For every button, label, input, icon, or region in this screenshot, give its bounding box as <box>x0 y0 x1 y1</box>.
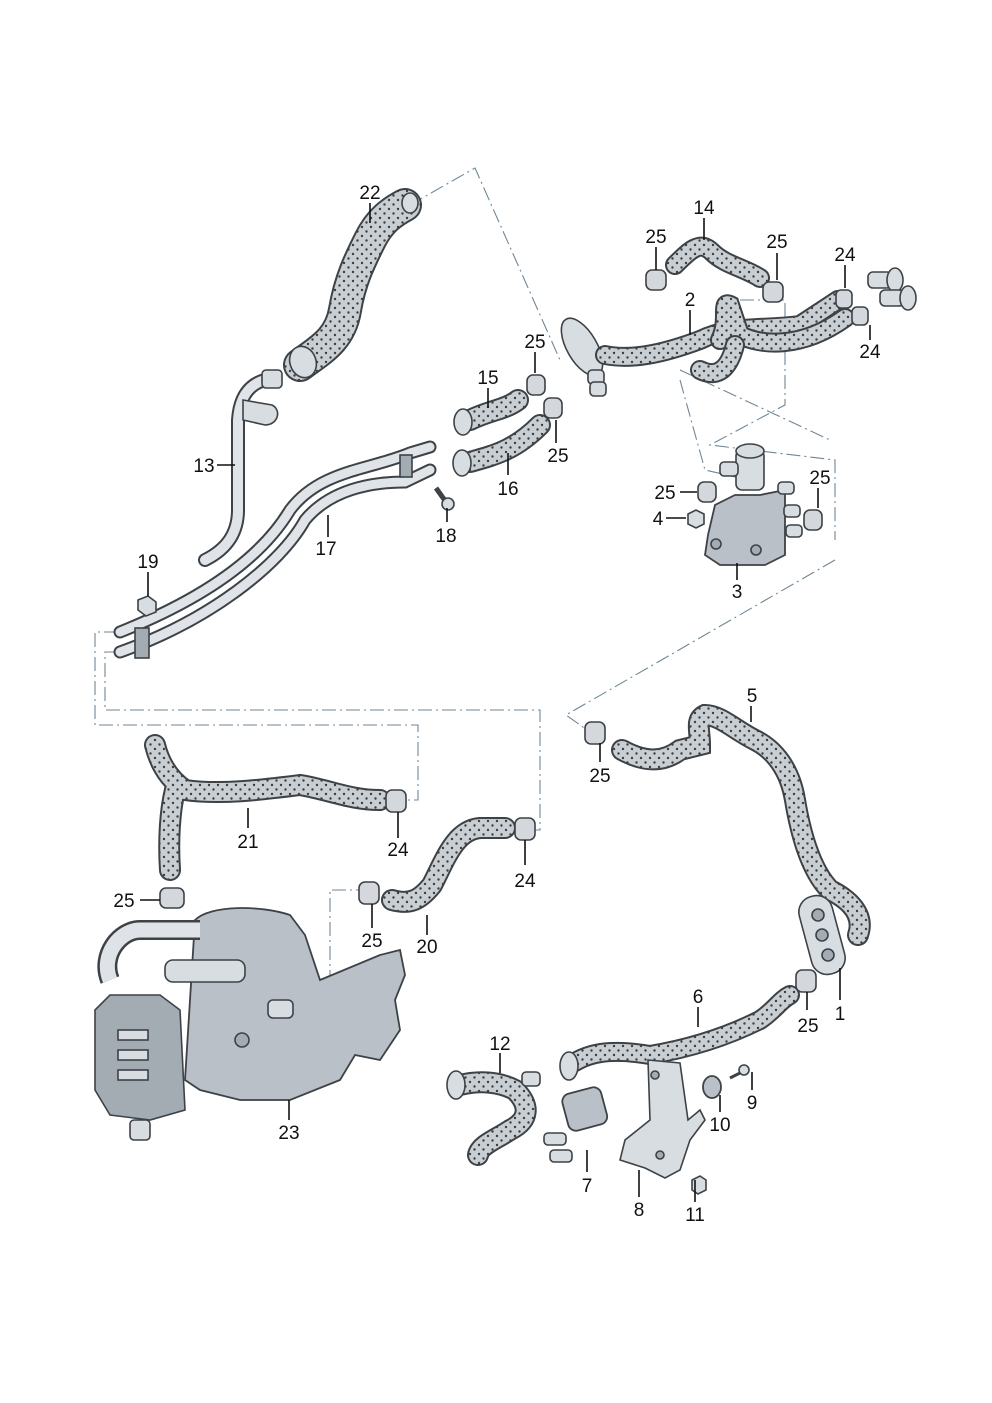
callout-labels: 22 14 25 25 24 24 2 25 15 25 13 16 25 25… <box>113 183 881 1226</box>
part-15-hose <box>453 389 529 436</box>
part-17-double-pipe <box>113 440 437 659</box>
callout-25: 25 <box>645 227 666 248</box>
clamp-25-j <box>795 969 817 993</box>
callout-22: 22 <box>359 183 380 204</box>
callout-25: 25 <box>809 468 830 489</box>
clamp-24-d <box>514 817 536 841</box>
clamp-25-g <box>584 721 606 745</box>
callout-13: 13 <box>193 456 214 477</box>
callout-3: 3 <box>732 582 743 603</box>
part-20-hose <box>381 817 516 913</box>
part-10-rubber-mount <box>702 1075 722 1099</box>
part-19-nut <box>137 595 157 617</box>
clamp-24-b <box>851 306 869 326</box>
callout-24: 24 <box>834 245 856 266</box>
callout-16: 16 <box>497 479 518 500</box>
callout-14: 14 <box>693 198 715 219</box>
callout-25: 25 <box>654 483 675 504</box>
clamp-25-i <box>358 881 380 905</box>
part-22-hose <box>283 188 422 382</box>
part-2-hose-assembly <box>560 290 855 397</box>
callout-25: 25 <box>589 766 610 787</box>
callout-24: 24 <box>859 342 881 363</box>
part-23-heater <box>94 907 406 1141</box>
callout-2: 2 <box>685 290 696 311</box>
clamp-25-a <box>645 269 667 291</box>
part-16-hose <box>452 414 551 477</box>
callout-25: 25 <box>766 232 787 253</box>
callout-25: 25 <box>361 931 382 952</box>
part-21-hose <box>144 734 391 881</box>
callout-6: 6 <box>693 987 704 1008</box>
clamp-25-e <box>697 481 717 503</box>
clamp-25-f <box>803 509 823 531</box>
callout-11: 11 <box>685 1205 705 1226</box>
callout-18: 18 <box>435 526 456 547</box>
callout-4: 4 <box>653 509 664 530</box>
callout-9: 9 <box>747 1093 758 1114</box>
clamp-25-b <box>762 281 784 303</box>
clamp-25-c <box>526 374 546 396</box>
callout-20: 20 <box>416 937 437 958</box>
callout-12: 12 <box>489 1034 510 1055</box>
part-9-screw <box>729 1064 750 1080</box>
callout-8: 8 <box>634 1200 645 1221</box>
part-6-hose <box>559 985 800 1081</box>
clamp-24-c <box>385 789 407 813</box>
callout-17: 17 <box>315 539 336 560</box>
callout-15: 15 <box>477 368 498 389</box>
clamp-25-d <box>543 397 563 419</box>
callout-25: 25 <box>797 1016 818 1037</box>
part-1-gasket <box>798 894 846 976</box>
callout-21: 21 <box>237 832 258 853</box>
callout-25: 25 <box>524 332 545 353</box>
callout-25: 25 <box>547 446 568 467</box>
clamps <box>159 269 869 993</box>
part-11-nut <box>691 1175 707 1195</box>
part-4-nut <box>687 509 705 529</box>
part-3-valve <box>704 443 803 566</box>
quick-connectors <box>867 267 917 311</box>
callout-25: 25 <box>113 891 134 912</box>
callout-1: 1 <box>835 1004 846 1025</box>
part-5-hose <box>611 703 871 946</box>
callout-23: 23 <box>278 1123 299 1144</box>
callout-5: 5 <box>747 686 758 707</box>
part-18-bolt <box>433 486 455 511</box>
part-12-hose <box>446 1070 541 1166</box>
clamp-25-h <box>159 887 185 909</box>
callout-leaders <box>140 203 871 1202</box>
callout-19: 19 <box>137 552 158 573</box>
callout-24: 24 <box>514 871 536 892</box>
part-8-bracket <box>619 1059 706 1179</box>
part-7-pump <box>543 1086 609 1163</box>
callout-24: 24 <box>387 840 409 861</box>
part-14-hose <box>665 236 770 288</box>
clamp-24-a <box>835 289 853 309</box>
callout-10: 10 <box>709 1115 730 1136</box>
callout-7: 7 <box>582 1176 593 1197</box>
part-13-pipe <box>198 369 283 567</box>
